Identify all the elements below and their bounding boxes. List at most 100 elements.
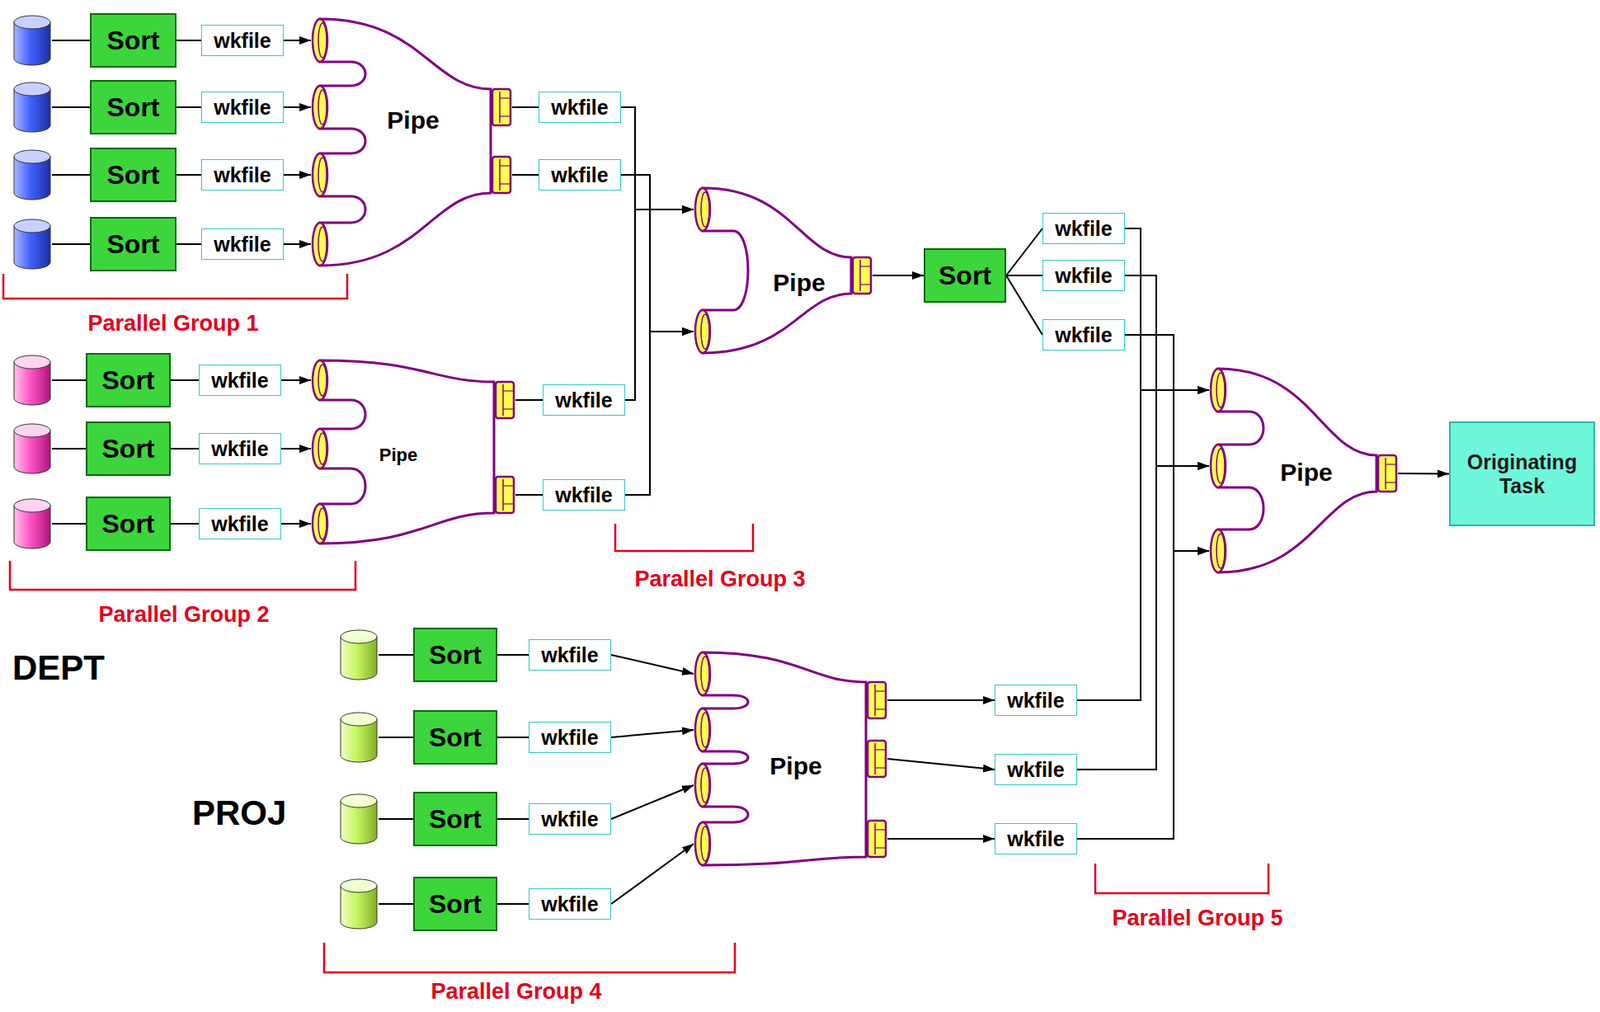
pipe-label: Pipe bbox=[772, 268, 825, 298]
sort-label: Sort bbox=[107, 160, 160, 191]
connector bbox=[176, 106, 202, 109]
pipe-shape: Pipe bbox=[310, 12, 513, 269]
pipe-output-rim bbox=[874, 823, 876, 855]
sort-label: Sort bbox=[428, 889, 482, 920]
pipe-output-rim bbox=[859, 259, 862, 292]
pipe-output-rim bbox=[875, 847, 885, 848]
pipe-body bbox=[320, 18, 491, 266]
database-cylinder bbox=[14, 498, 51, 549]
workfile-box: wkfile bbox=[201, 159, 284, 191]
workfile-box: wkfile bbox=[1042, 259, 1125, 292]
group-bracket bbox=[9, 560, 356, 590]
workfile-box: wkfile bbox=[1042, 319, 1125, 351]
sort-box: Sort bbox=[89, 80, 177, 135]
pipe-input bbox=[695, 822, 711, 866]
workfile-box: wkfile bbox=[542, 384, 626, 416]
workfile-label: wkfile bbox=[1007, 827, 1064, 852]
pipe-output bbox=[492, 89, 511, 126]
pipe-output-rim bbox=[875, 708, 885, 710]
pipe-output-rim bbox=[860, 283, 871, 285]
workfile-label: wkfile bbox=[541, 892, 598, 917]
database-cylinder bbox=[340, 879, 377, 929]
pipe-output bbox=[495, 476, 514, 513]
wire bbox=[51, 39, 90, 42]
pipe-output-rim bbox=[498, 159, 501, 191]
sort-box: Sort bbox=[89, 216, 177, 272]
sort-label: Sort bbox=[102, 433, 156, 465]
connector bbox=[512, 106, 539, 109]
pipe-output bbox=[867, 740, 886, 777]
sort-label: Sort bbox=[938, 260, 992, 292]
pipe-output-rim bbox=[499, 164, 510, 166]
database-cylinder bbox=[340, 630, 377, 680]
pipe-shape: Pipe bbox=[1209, 362, 1398, 582]
connector bbox=[625, 331, 694, 495]
group-label: Parallel Group 1 bbox=[87, 310, 259, 337]
connector bbox=[1006, 274, 1043, 277]
pipe-input-rim bbox=[701, 192, 710, 227]
workfile-label: wkfile bbox=[541, 643, 598, 668]
workfile-label: wkfile bbox=[213, 28, 271, 53]
group-label: Parallel Group 5 bbox=[1111, 905, 1283, 932]
pipe-input bbox=[312, 360, 328, 400]
workfile-box: wkfile bbox=[538, 91, 622, 123]
pipe-output-rim bbox=[875, 748, 885, 750]
workfile-box: wkfile bbox=[994, 684, 1078, 716]
task-label: Originating Task bbox=[1458, 450, 1586, 499]
database-cylinder bbox=[340, 712, 377, 763]
wire bbox=[378, 654, 414, 656]
workfile-label: wkfile bbox=[555, 483, 612, 508]
connector bbox=[170, 522, 199, 525]
workfile-label: wkfile bbox=[550, 95, 608, 120]
connector bbox=[283, 106, 311, 109]
task-box: Originating Task bbox=[1449, 421, 1596, 527]
connector bbox=[283, 243, 311, 245]
connector bbox=[281, 522, 311, 525]
workfile-label: wkfile bbox=[211, 512, 269, 537]
connector bbox=[1006, 228, 1043, 276]
connector bbox=[887, 758, 995, 770]
sort-label: Sort bbox=[107, 25, 160, 57]
pipe-input bbox=[695, 188, 711, 231]
database-cylinder bbox=[14, 219, 51, 269]
pipe-output bbox=[495, 381, 514, 419]
pipe-input-rim bbox=[701, 656, 710, 692]
sort-label: Sort bbox=[428, 804, 482, 835]
connector bbox=[283, 174, 311, 176]
pipe-input-rim bbox=[318, 508, 327, 540]
workfile-box: wkfile bbox=[198, 432, 282, 465]
connector bbox=[281, 447, 311, 450]
pipe-input bbox=[695, 310, 711, 353]
group-bracket bbox=[615, 523, 753, 551]
connector bbox=[887, 699, 995, 702]
workfile-label: wkfile bbox=[1007, 688, 1064, 713]
group-bracket bbox=[324, 942, 735, 973]
workfile-box: wkfile bbox=[528, 639, 612, 671]
pipe-label: Pipe bbox=[379, 444, 418, 466]
workfile-label: wkfile bbox=[541, 807, 598, 832]
workfile-label: wkfile bbox=[550, 163, 608, 188]
sort-box: Sort bbox=[85, 496, 171, 551]
connector bbox=[176, 39, 202, 42]
pipe-output-rim bbox=[499, 97, 510, 99]
connector bbox=[1124, 275, 1210, 466]
connector bbox=[1397, 472, 1450, 476]
pipe-output-rim bbox=[860, 265, 871, 267]
sort-box: Sort bbox=[413, 627, 498, 683]
workfile-label: wkfile bbox=[211, 368, 269, 393]
pipe-body bbox=[702, 652, 866, 866]
pipe-output-rim bbox=[875, 828, 885, 830]
pipe-shape: Pipe bbox=[693, 648, 888, 878]
sort-box: Sort bbox=[89, 147, 177, 203]
workfile-box: wkfile bbox=[528, 721, 612, 753]
workfile-box: wkfile bbox=[528, 888, 612, 920]
connector bbox=[170, 379, 199, 382]
connector bbox=[512, 174, 539, 176]
workfile-label: wkfile bbox=[555, 388, 612, 413]
pipe-input bbox=[312, 85, 328, 129]
pipe-input bbox=[1210, 444, 1226, 488]
wire bbox=[51, 106, 90, 109]
wire bbox=[378, 736, 414, 739]
connector bbox=[611, 843, 694, 904]
